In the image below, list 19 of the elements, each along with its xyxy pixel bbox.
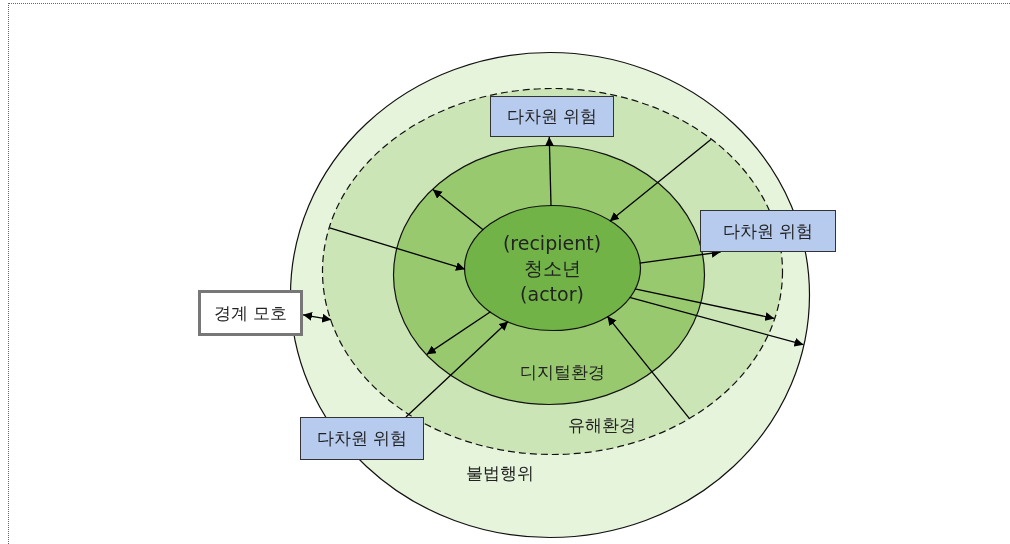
zone-label: 불법행위 xyxy=(466,461,534,485)
arrow xyxy=(545,136,554,207)
zone-label: 디지털환경 xyxy=(519,360,605,384)
center-label: (recipient) xyxy=(502,230,602,256)
arrow xyxy=(405,320,509,418)
double-arrow xyxy=(302,311,332,323)
arrow xyxy=(628,296,805,347)
zone-label: 유해환경 xyxy=(568,413,636,437)
center-label: 청소년 xyxy=(523,255,581,281)
arrow xyxy=(432,188,484,231)
arrow xyxy=(634,288,775,321)
arrow xyxy=(609,138,712,222)
label-box: 경계 모호 xyxy=(198,290,303,336)
arrow xyxy=(606,315,690,419)
center-label: (actor) xyxy=(520,281,584,307)
arrow xyxy=(328,227,466,271)
risk-box: 다차원 위험 xyxy=(490,96,614,137)
arrow xyxy=(426,311,492,355)
risk-box: 다차원 위험 xyxy=(700,210,836,252)
